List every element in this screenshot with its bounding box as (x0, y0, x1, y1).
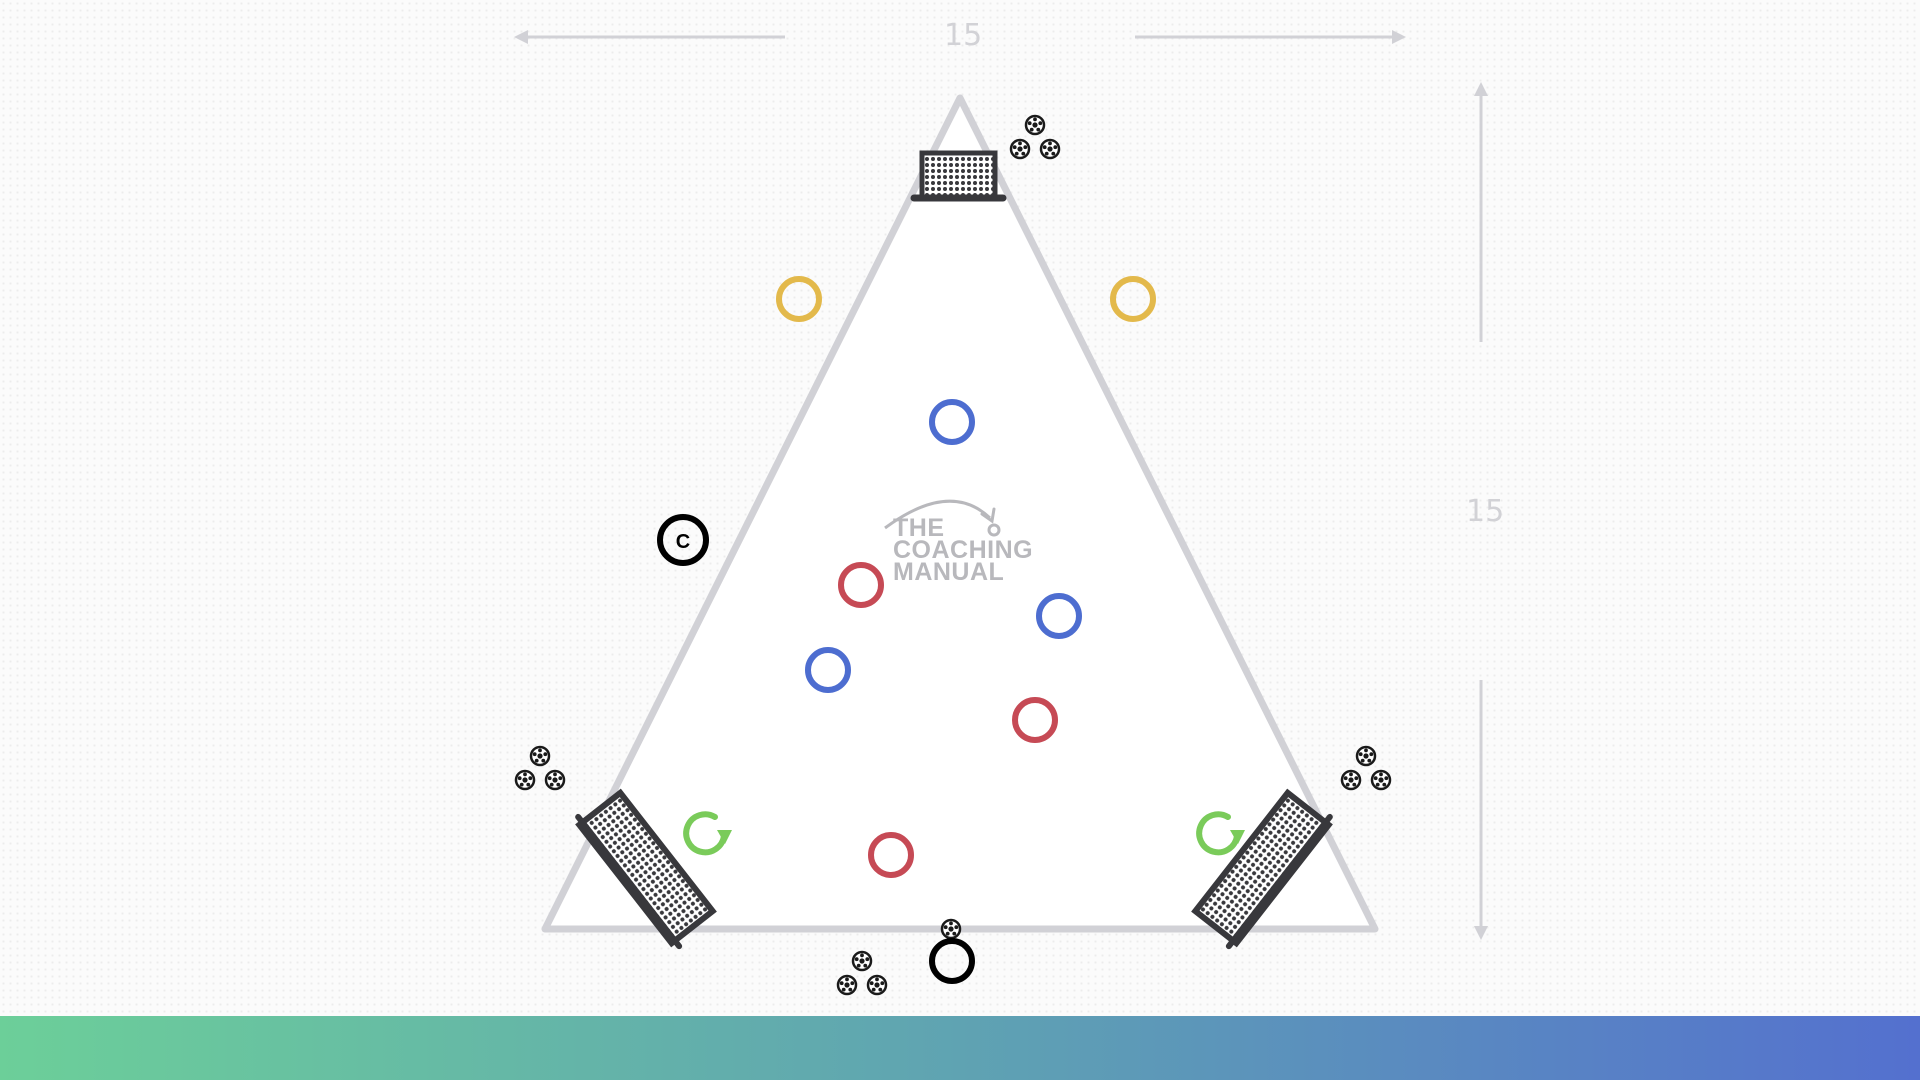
ball-pile-icon (838, 952, 886, 994)
neutral-player-yellow (1110, 276, 1156, 322)
neutral-player-yellow (776, 276, 822, 322)
logo-line-1: THE (893, 514, 945, 542)
svg-text:C: C (676, 531, 690, 553)
logo-line-3: MANUAL (893, 558, 1005, 586)
triangle-pitch (541, 94, 1379, 933)
bottom-gradient-bar (0, 1016, 1920, 1080)
logo-line-2: COACHING (893, 536, 1034, 564)
player-blue (1036, 593, 1082, 639)
height-dimension-arrow-icon (1474, 82, 1488, 940)
player-red (838, 562, 884, 608)
width-dimension-label: 15 (944, 18, 983, 53)
server-player (929, 938, 975, 984)
width-dimension-arrow-icon (514, 30, 1406, 44)
ball-pile-icon (516, 747, 564, 789)
player-blue (805, 647, 851, 693)
goal-icon (575, 788, 717, 950)
goal-icon (1191, 788, 1333, 950)
coaching-manual-logo: THE COACHING MANUAL (893, 514, 1034, 586)
ball-pile-icon (1011, 116, 1059, 158)
height-dimension-label: 15 (1466, 494, 1505, 529)
ball-pile-icon (1342, 747, 1390, 789)
player-red (1012, 697, 1058, 743)
logo-arrow-icon (884, 499, 1001, 537)
player-red (868, 832, 914, 878)
goal-icon (910, 150, 1007, 202)
ball-icon (940, 918, 962, 940)
coach-icon: C (657, 514, 709, 566)
player-blue (929, 399, 975, 445)
